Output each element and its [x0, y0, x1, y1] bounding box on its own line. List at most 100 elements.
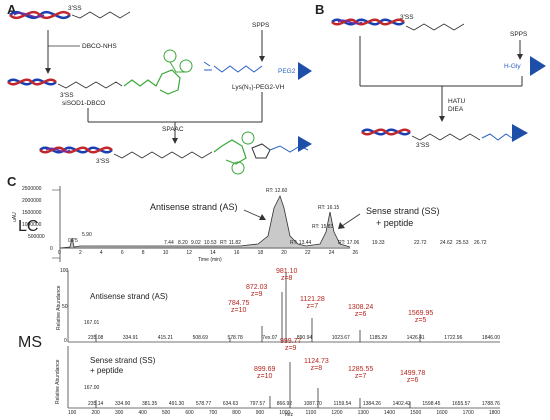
antisense-annotation: Antisense strand (AS): [150, 202, 238, 212]
ms-top-baseline-label: 1722.96: [444, 335, 463, 341]
peak-charge: z=5: [414, 317, 427, 324]
click-reaction-label: SPAAC: [162, 126, 184, 133]
reagent-label: DBCO-NHS: [82, 43, 117, 50]
lc-peak-label: 5.90: [82, 232, 92, 238]
lc-peak-label: 9.02: [191, 240, 201, 246]
sense-annotation: Sense strand (SS): [366, 206, 440, 216]
lc-x-tick: 8: [141, 250, 145, 256]
ss-label: 3'SS: [96, 158, 110, 165]
ms-bottom-baseline-label: 167.00: [84, 385, 100, 391]
ms-peak-annotation: 784.75 z=10: [228, 300, 249, 314]
peak-mz: 899.69: [254, 366, 276, 373]
lc-y-tick: 2000000: [22, 198, 42, 204]
lc-y-tick: 1000000: [22, 222, 42, 228]
ms-bottom-baseline-label: 1087.70: [303, 401, 322, 407]
peptide-triangle-icon: [530, 56, 546, 76]
ms-bottom-baseline-label: 797.57: [249, 401, 266, 407]
ms-bottom-baseline-label: 1159.54: [333, 401, 352, 407]
ms-bottom-baseline-label: 491.30: [168, 401, 185, 407]
ms-top-y-tick: 100: [60, 268, 69, 274]
ms-top-baseline-label: 235.08: [88, 335, 104, 341]
lc-x-tick: 22: [305, 250, 311, 256]
ms-x-tick: 700: [208, 410, 218, 416]
lc-peak-label: 24.62: [440, 240, 453, 246]
spps-label: SPPS: [510, 31, 528, 38]
ms-top-baseline-label: 1023.67: [331, 335, 350, 341]
ms-top-baseline-label: 1185.29: [369, 335, 388, 341]
ms-top-y-tick: 50: [62, 304, 68, 310]
ms-x-axis-label: m/z: [285, 412, 294, 418]
ms-bottom-baseline-label: 1598.45: [422, 401, 441, 407]
ms-x-tick: 1800: [488, 410, 500, 416]
ms-bottom-baseline-label: 235.14: [88, 401, 104, 407]
ms-x-tick: 900: [255, 410, 265, 416]
ms-top-baseline-label: 890.94: [296, 335, 313, 341]
ms-peak-annotation: 1124.73 z=8: [304, 358, 329, 372]
lc-peak-label: RT: 11.82: [220, 240, 241, 246]
peptide-triangle-icon: [512, 124, 528, 142]
ms-x-tick: 800: [232, 410, 241, 416]
ms-bottom-baseline-labels: 235.14 334.90 381.35 491.30 578.77 634.6…: [88, 401, 500, 407]
ms-x-tick: 200: [91, 410, 100, 416]
lc-peak-label: 10.53: [204, 240, 217, 246]
ms-x-tick: 1200: [331, 410, 343, 416]
peak-charge: z=8: [310, 365, 323, 372]
ms-bottom-baseline-label: 1402.42: [392, 401, 411, 407]
panel-a-label: A: [7, 2, 17, 17]
ms-bottom-title-line: Sense strand (SS): [90, 356, 156, 365]
lc-y-tick: 0: [50, 246, 53, 252]
lc-peak-label: RT: 17.06: [338, 240, 360, 246]
peak-mz: 981.10: [276, 268, 298, 275]
ss-label: 3'SS: [416, 142, 430, 149]
lc-x-axis-label: Time (min): [198, 257, 222, 263]
spps-label: SPPS: [252, 22, 270, 29]
ms-peak-annotation: 981.10 z=8: [276, 268, 297, 282]
peak-mz: 1124.73: [304, 358, 329, 365]
ms-x-tick: 1100: [305, 410, 317, 416]
ms-top-baseline-label: 1426.41: [406, 335, 425, 341]
ms-top-baseline-label: 167.01: [84, 320, 100, 326]
peak-mz: 1499.78: [400, 370, 426, 377]
peg-label: PEG2: [278, 68, 296, 75]
sirna-helix-icon: [39, 146, 113, 154]
lc-peak-label: 26.72: [474, 240, 487, 246]
lc-x-tick: 0: [58, 250, 61, 256]
peak-charge: z=7: [354, 373, 367, 380]
lc-peak-label: 25.53: [456, 240, 469, 246]
lc-peak-label: 8.20: [178, 240, 188, 246]
peak-charge: z=6: [406, 377, 419, 384]
peak-charge: z=9: [250, 291, 263, 298]
ms-peak-annotation: 1308.24 z=6: [348, 304, 373, 318]
lc-peak-label: 22.72: [414, 240, 427, 246]
ms-x-tick: 1500: [410, 410, 422, 416]
peak-charge: z=7: [306, 303, 319, 310]
ms-bottom-baseline-label: 334.90: [114, 401, 131, 407]
sirna-helix-icon: [331, 18, 405, 26]
ms-x-tick: 1400: [383, 410, 395, 416]
ms-y-axis-label: Relative Abundance: [55, 359, 61, 404]
peak-charge: z=9: [284, 345, 297, 352]
ms-x-tick: 600: [185, 410, 194, 416]
lc-x-tick: 14: [210, 250, 216, 256]
peak-mz: 1121.28: [300, 296, 325, 303]
ms-peak-annotation: 1285.55 z=7: [348, 366, 373, 380]
ms-bottom-title-line: + peptide: [90, 366, 124, 375]
ms-peak-annotation: 999.77 z=9: [280, 338, 301, 352]
peptide-triangle-icon: [298, 136, 312, 152]
ms-x-tick: 1700: [462, 410, 474, 416]
ms-side-label: MS: [18, 334, 42, 351]
peak-mz: 872.03: [246, 284, 268, 291]
peak-mz: 999.77: [280, 338, 302, 345]
lc-x-tick: 6: [120, 250, 124, 256]
lc-peak-label: RT: 16.15: [318, 205, 340, 211]
peak-mz: 1308.24: [348, 304, 374, 311]
ms-x-ticks: 100 200 300 400 500 600 700 800 900 1000…: [68, 410, 500, 416]
lc-x-tick: 24: [328, 250, 335, 256]
lc-y-tick: 1500000: [22, 210, 42, 216]
lc-y-tick: 500000: [28, 234, 45, 240]
sense-annotation-peptide: + peptide: [376, 218, 414, 228]
lc-x-tick: 16: [233, 250, 240, 256]
peak-charge: z=6: [354, 311, 367, 318]
lc-x-tick: 26: [352, 250, 358, 256]
